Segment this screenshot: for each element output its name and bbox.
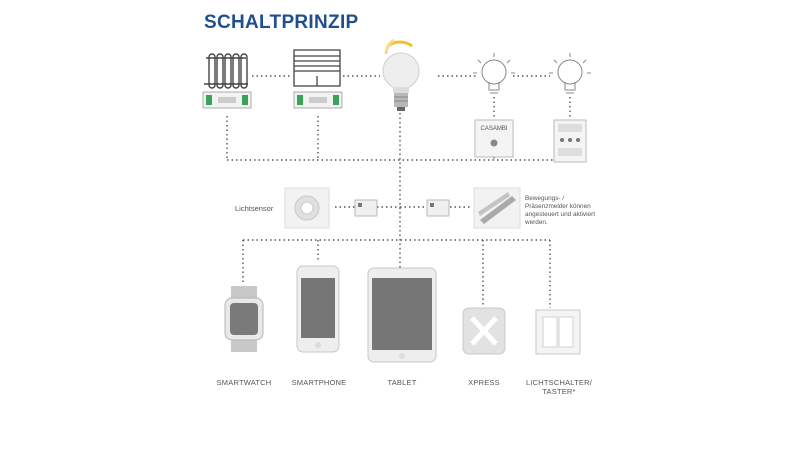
smartphone-icon xyxy=(297,266,339,352)
device-label-switch: LICHTSCHALTER/ TASTER* xyxy=(525,378,593,396)
tablet-icon xyxy=(368,268,436,362)
module-brand: CASAMBI xyxy=(480,126,507,132)
sensor-icon xyxy=(285,188,329,228)
casambi-module-din xyxy=(554,120,586,162)
smartwatch-icon xyxy=(225,286,263,352)
casambi-module: CASAMBI xyxy=(475,120,513,157)
bulb-icon xyxy=(383,40,419,111)
motion-icon xyxy=(474,188,520,228)
device-label-smartwatch: SMARTWATCH xyxy=(204,378,284,387)
xpress-icon xyxy=(463,308,505,354)
mini-module-left xyxy=(355,200,377,216)
device-label-tablet: TABLET xyxy=(362,378,442,387)
shutter-icon xyxy=(294,50,340,86)
switch-icon xyxy=(536,310,580,354)
device-label-smartphone: SMARTPHONE xyxy=(279,378,359,387)
actuator-module-shutter xyxy=(294,92,342,108)
radiator-icon xyxy=(204,54,248,88)
lamp-icon xyxy=(473,53,515,93)
sensor-label: Lichtsensor xyxy=(235,204,273,213)
actuator-module-radiator xyxy=(203,92,251,108)
device-label-xpress: XPRESS xyxy=(444,378,524,387)
mini-module-right xyxy=(427,200,449,216)
lamp-icon xyxy=(549,53,591,93)
motion-note: Bewegungs- / Präsenzmelder können angest… xyxy=(525,195,605,227)
